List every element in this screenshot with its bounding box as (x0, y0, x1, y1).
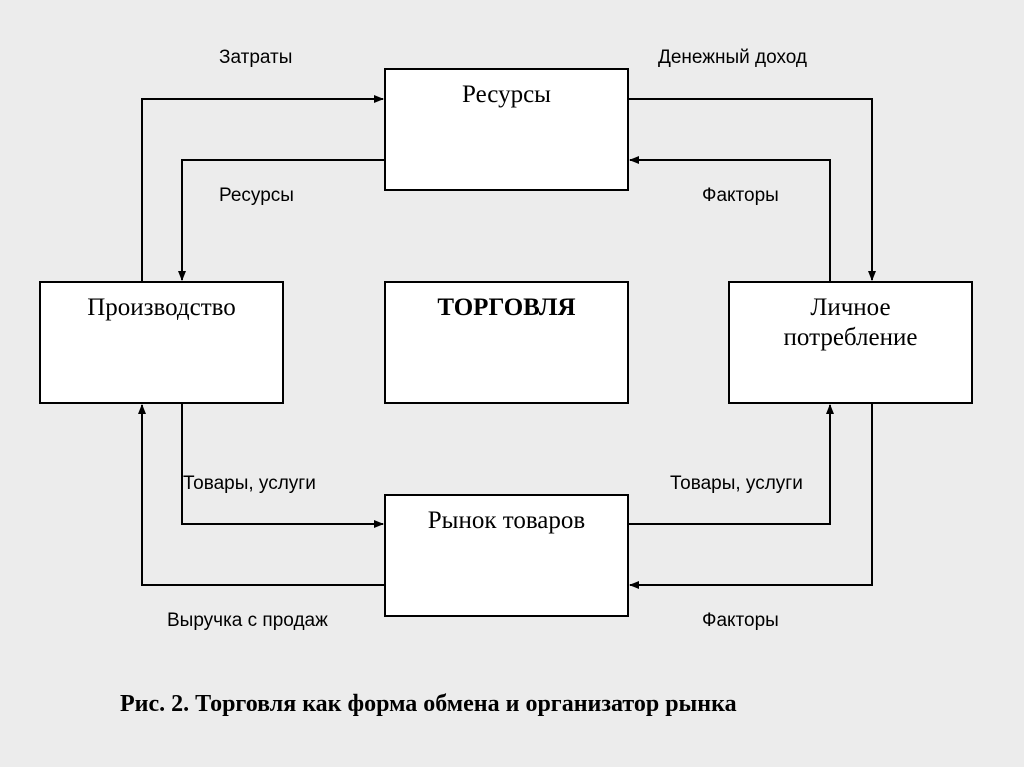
arrow-sales-revenue (138, 404, 385, 586)
arrow-factors-top (629, 156, 831, 282)
label-money-income: Денежный доход (658, 47, 807, 68)
label-factors-top: Факторы (702, 185, 779, 206)
box-production-label: Производство (87, 294, 236, 321)
box-consumption-line1: Личное (810, 294, 891, 321)
box-consumption-line2: потребление (783, 324, 918, 351)
box-trade-label: ТОРГОВЛЯ (437, 294, 576, 321)
label-costs: Затраты (219, 47, 293, 68)
label-goods-services-right: Товары, услуги (670, 473, 803, 494)
arrow-goods-right (628, 404, 834, 525)
label-sales-revenue: Выручка с продаж (167, 610, 328, 631)
box-goods-market: Рынок товаров (384, 494, 629, 617)
label-goods-services-left: Товары, услуги (183, 473, 316, 494)
box-trade: ТОРГОВЛЯ (384, 281, 629, 404)
box-consumption: Личное потребление (728, 281, 973, 404)
arrow-costs (141, 95, 384, 282)
box-resources-label: Ресурсы (462, 81, 551, 108)
arrow-money-income (628, 98, 876, 281)
arrow-goods-left (181, 404, 384, 528)
figure-caption: Рис. 2. Торговля как форма обмена и орга… (120, 691, 737, 717)
arrow-resources (178, 159, 385, 281)
box-production: Производство (39, 281, 284, 404)
arrow-factors-bottom (629, 404, 873, 589)
label-resources: Ресурсы (219, 185, 294, 206)
box-resources: Ресурсы (384, 68, 629, 191)
label-factors-bottom: Факторы (702, 610, 779, 631)
box-goods-market-label: Рынок товаров (427, 507, 586, 534)
